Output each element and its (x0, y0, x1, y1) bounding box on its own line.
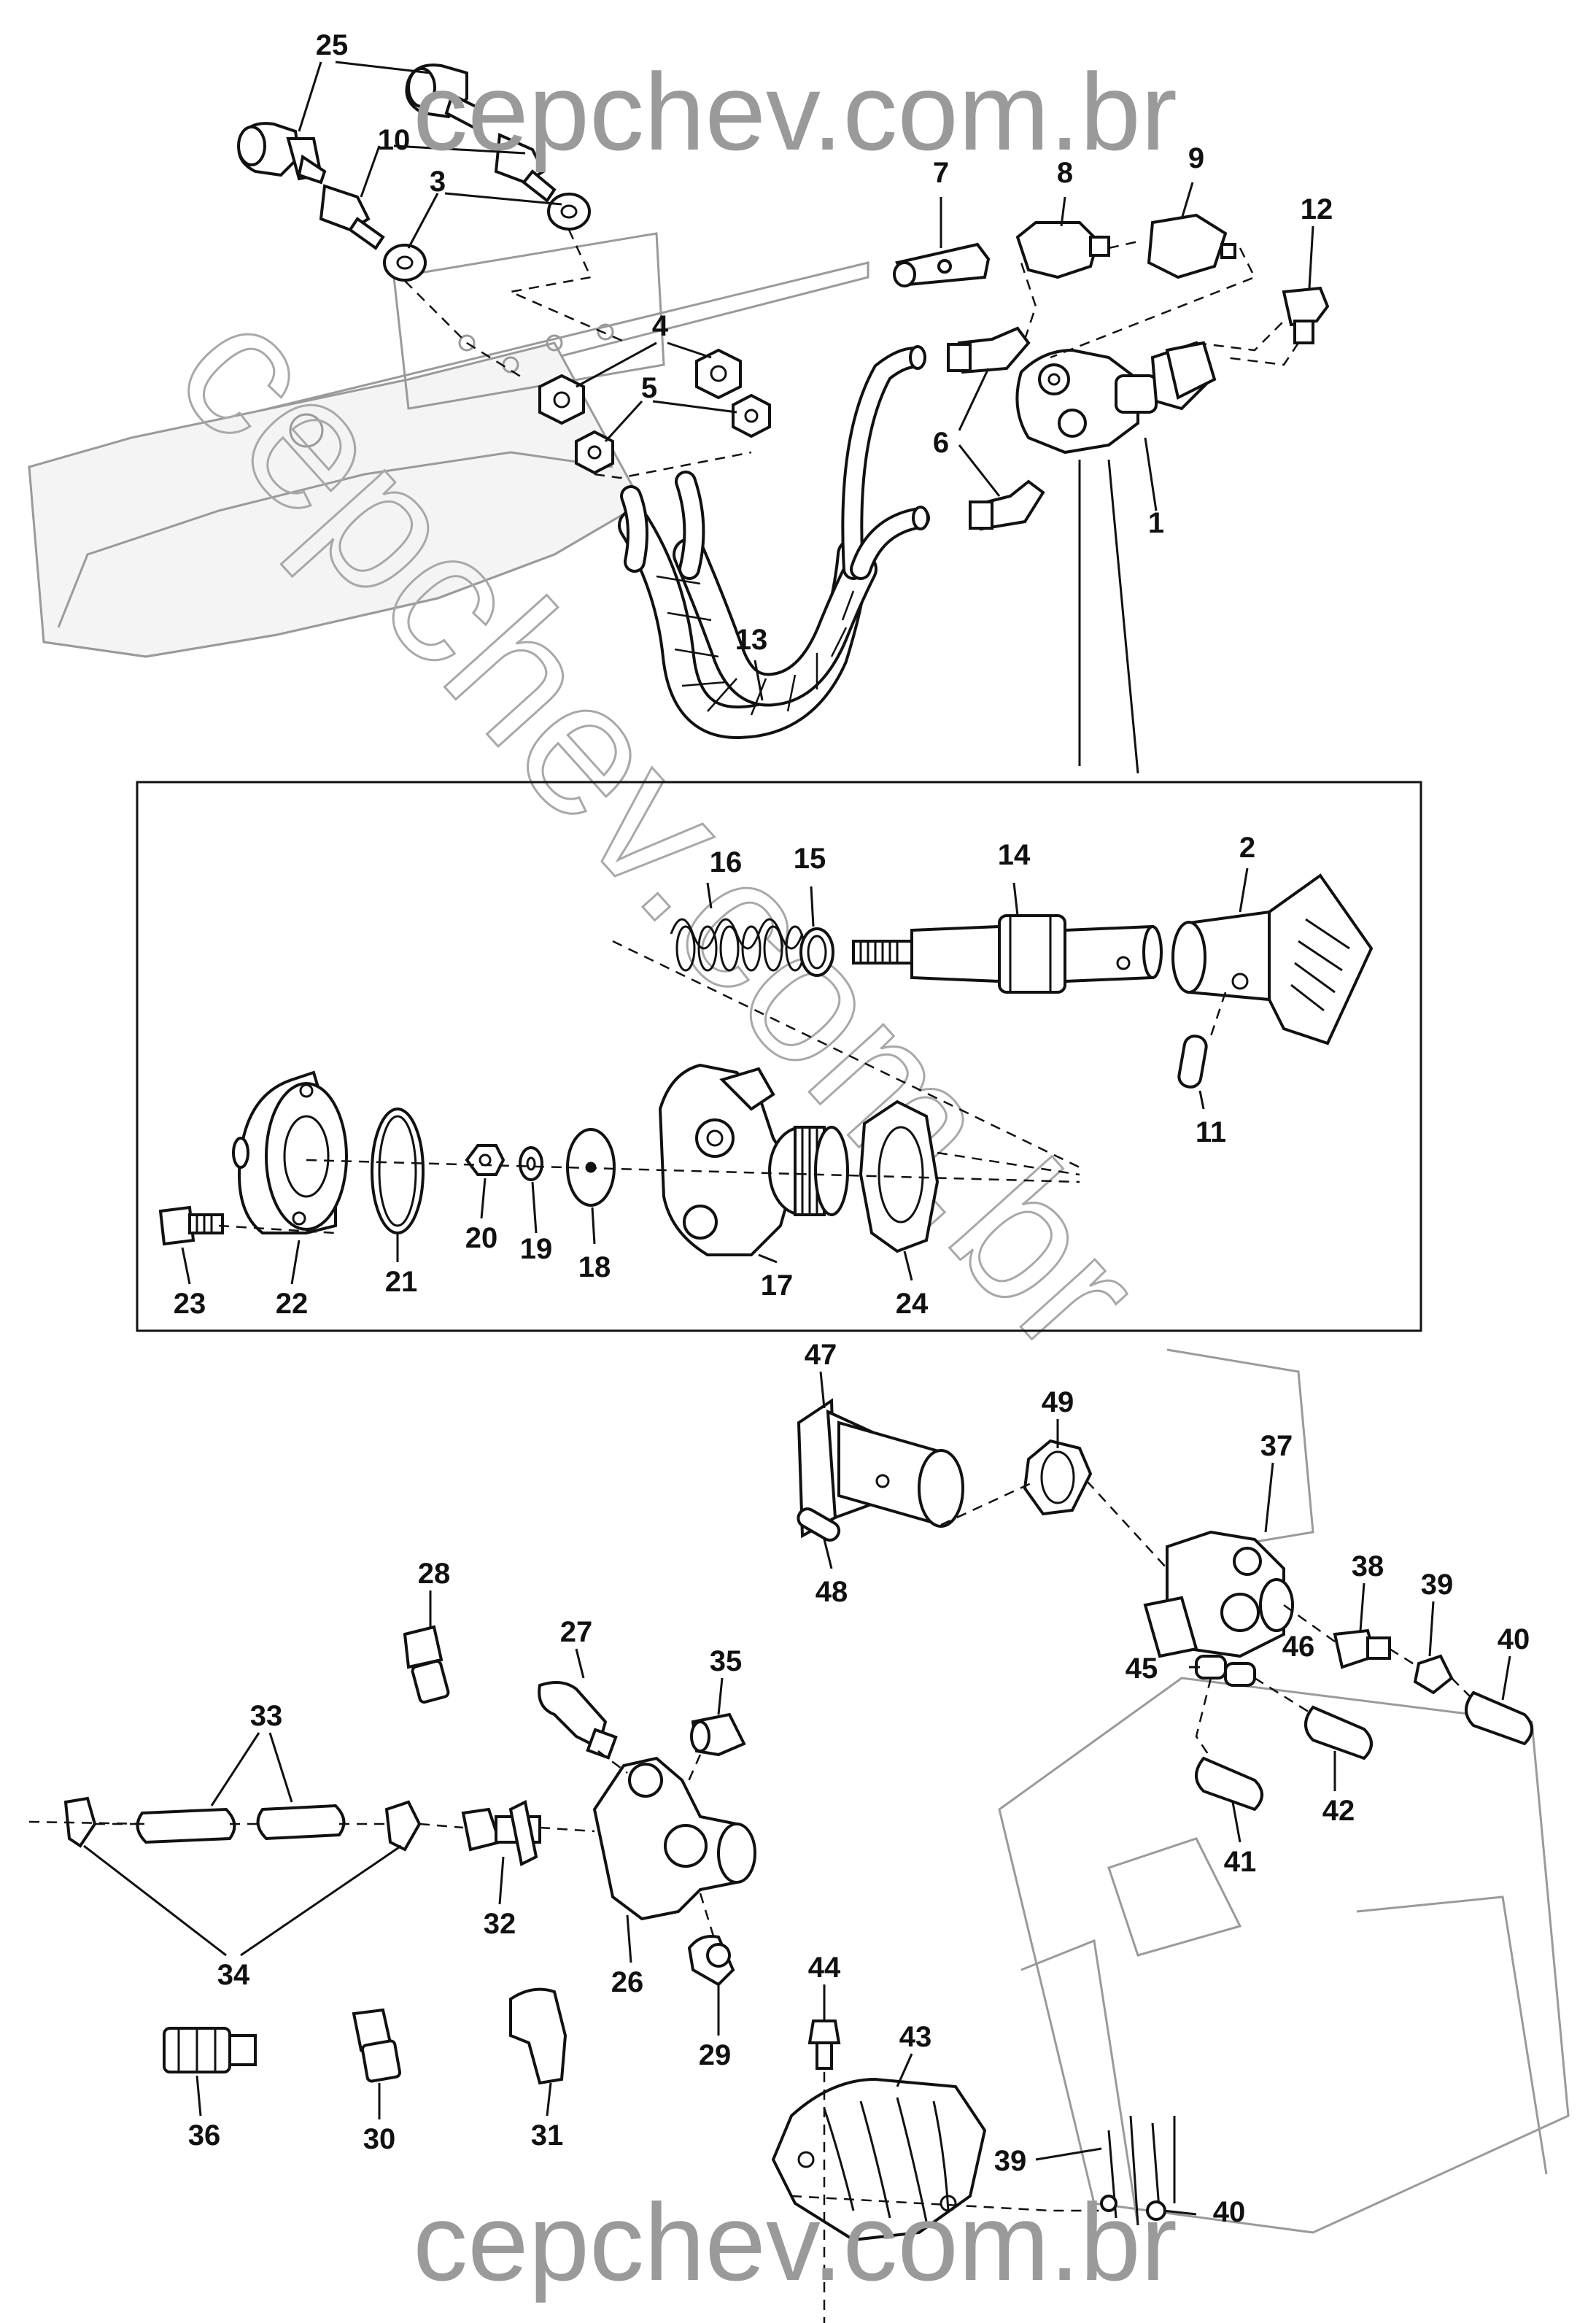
callout-20: 20 (465, 1222, 498, 1254)
watermark-bottom: cepchev.com.br (413, 2181, 1177, 2303)
valve-bracket-group (797, 1371, 1533, 1843)
callout-28: 28 (418, 1558, 451, 1590)
callout-23: 23 (174, 1288, 206, 1320)
callout-5: 5 (641, 372, 657, 404)
callout-49: 49 (1042, 1386, 1074, 1418)
callout-15: 15 (794, 843, 826, 875)
callout-1: 1 (1148, 507, 1164, 539)
callout-2: 2 (1239, 832, 1255, 864)
callout-9: 9 (1188, 142, 1204, 174)
cab-body-outline (998, 1348, 1570, 2234)
callout-18: 18 (578, 1251, 611, 1283)
elbow-fittings-group (237, 61, 628, 381)
callout-25: 25 (316, 29, 349, 61)
callout-47: 47 (805, 1339, 837, 1371)
callout-40a: 40 (1498, 1623, 1530, 1655)
callout-30: 30 (363, 2123, 396, 2155)
callout-34: 34 (217, 1959, 250, 1991)
callout-32: 32 (484, 1908, 516, 1940)
detail-view-frame (136, 781, 1422, 1332)
callout-12: 12 (1301, 193, 1333, 225)
callout-13: 13 (735, 624, 768, 656)
callout-39b: 39 (994, 2145, 1027, 2177)
callout-31: 31 (531, 2119, 564, 2152)
callout-37: 37 (1260, 1430, 1293, 1462)
hose-elbows (947, 262, 1045, 531)
callout-48: 48 (816, 1576, 848, 1608)
callout-29: 29 (699, 2039, 732, 2071)
callout-26: 26 (611, 1966, 644, 1998)
callout-19: 19 (520, 1233, 553, 1265)
air-hose-assembly (618, 345, 930, 740)
callout-7: 7 (933, 157, 949, 189)
callout-6: 6 (933, 427, 949, 459)
callout-21: 21 (385, 1266, 418, 1298)
nuts-group (538, 341, 771, 479)
watermark-top: cepchev.com.br (413, 50, 1177, 173)
callout-labels: 1 2 3 4 5 6 7 8 9 10 11 12 13 14 15 16 1… (174, 29, 1530, 2228)
chassis-frame-outline (27, 232, 869, 658)
callout-46: 46 (1282, 1631, 1315, 1663)
lower-left-fittings-group (28, 1590, 756, 2119)
callout-3: 3 (430, 166, 446, 198)
callout-4: 4 (652, 310, 669, 342)
callout-42: 42 (1322, 1795, 1355, 1827)
parking-brake-valve-assembly (1015, 320, 1285, 774)
callout-14: 14 (998, 839, 1031, 871)
callout-38: 38 (1352, 1550, 1384, 1582)
callout-36: 36 (188, 2119, 221, 2152)
callout-33: 33 (250, 1700, 283, 1732)
callout-10: 10 (378, 124, 411, 156)
callout-16: 16 (710, 846, 743, 878)
callout-45: 45 (1126, 1653, 1158, 1685)
detail-valve-stem-parts (612, 867, 1374, 1169)
callout-44: 44 (808, 1952, 841, 1984)
callout-41: 41 (1224, 1846, 1257, 1878)
callout-35: 35 (710, 1645, 743, 1677)
valve-parts-top-right (893, 182, 1330, 366)
callout-39a: 39 (1421, 1569, 1454, 1601)
callout-43: 43 (899, 2021, 932, 2053)
callout-27: 27 (560, 1616, 593, 1648)
detail-valve-body-parts (158, 1063, 1080, 1285)
callout-22: 22 (276, 1288, 309, 1320)
callout-8: 8 (1057, 157, 1073, 189)
callout-17: 17 (761, 1269, 794, 1302)
callout-24: 24 (896, 1288, 929, 1320)
shield-and-retainer-group (771, 1984, 1197, 2323)
callout-40b: 40 (1213, 2196, 1246, 2228)
callout-11: 11 (1196, 1116, 1226, 1148)
